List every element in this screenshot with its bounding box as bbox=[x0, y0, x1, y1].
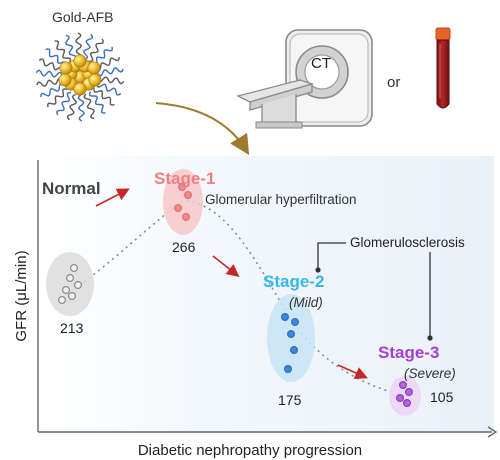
cluster-stage-1-bubble bbox=[163, 169, 203, 235]
y-axis-label: GFR (μL/min) bbox=[13, 250, 30, 341]
data-point bbox=[73, 281, 82, 290]
ct-bore bbox=[304, 54, 340, 90]
data-point bbox=[291, 318, 300, 327]
ligand-strand bbox=[97, 76, 125, 85]
gold-sphere bbox=[73, 54, 87, 68]
stage-label-stage-1: Stage-1 bbox=[154, 169, 215, 188]
data-point bbox=[69, 264, 78, 273]
ligand-strand bbox=[54, 40, 72, 63]
annotation-dot-stage-3 bbox=[427, 335, 433, 341]
ligand-strand bbox=[65, 34, 77, 61]
gfr-value-stage-1: 266 bbox=[172, 239, 196, 255]
stage-note-stage-2: (Mild) bbox=[289, 295, 323, 310]
gold-sphere bbox=[73, 82, 87, 96]
blood-tube-icon bbox=[435, 27, 451, 109]
gfr-value-normal: 213 bbox=[60, 320, 84, 336]
ligand-strand bbox=[83, 93, 95, 120]
ligand-strand bbox=[82, 33, 94, 61]
data-point bbox=[281, 313, 290, 322]
tube-cap bbox=[435, 27, 451, 41]
data-point bbox=[290, 346, 299, 355]
particle-label: Gold-AFB bbox=[52, 9, 113, 25]
flow-arrow bbox=[155, 102, 250, 156]
ct-table-foot bbox=[255, 121, 303, 129]
data-point bbox=[284, 365, 293, 374]
progress-arrow-3 bbox=[337, 364, 368, 379]
ligand-strand bbox=[97, 67, 124, 77]
ligand-strand bbox=[46, 88, 68, 108]
gfr-value-stage-2: 175 bbox=[278, 392, 302, 408]
gold-sphere bbox=[59, 61, 73, 75]
data-point bbox=[65, 274, 74, 283]
cluster-stage-2 bbox=[267, 294, 315, 382]
data-point bbox=[396, 394, 405, 403]
stage-label-stage-3: Stage-3 bbox=[378, 343, 439, 362]
ligand-strand bbox=[35, 69, 63, 78]
cluster-normal bbox=[46, 252, 94, 316]
ligand-shell bbox=[35, 32, 125, 122]
stage-note-stage-1: Glomerular hyperfiltration bbox=[205, 192, 357, 207]
gold-core-icon bbox=[58, 54, 102, 96]
data-point bbox=[403, 399, 412, 408]
ct-label: CT bbox=[311, 55, 331, 72]
data-point bbox=[57, 296, 66, 305]
progress-arrow-2 bbox=[212, 255, 240, 277]
x-axis-arrowhead bbox=[487, 426, 498, 438]
gfr-value-stage-3: 105 bbox=[430, 389, 454, 405]
cluster-stage-1-points bbox=[174, 183, 193, 222]
gold-sphere bbox=[58, 73, 72, 87]
data-point bbox=[182, 213, 191, 222]
data-point bbox=[287, 330, 296, 339]
data-point bbox=[61, 286, 70, 295]
ligand-strand bbox=[88, 91, 106, 114]
or-label: or bbox=[387, 74, 400, 91]
ligand-strand bbox=[56, 91, 71, 116]
data-point bbox=[178, 183, 187, 192]
cluster-stage-1 bbox=[163, 169, 203, 235]
gold-sphere bbox=[87, 61, 101, 75]
data-point bbox=[67, 292, 76, 301]
cluster-normal-points bbox=[57, 264, 82, 305]
gold-afb-nanoparticle: Gold-AFB bbox=[35, 9, 125, 122]
data-point bbox=[174, 204, 183, 213]
cluster-stage-3-points bbox=[396, 381, 414, 408]
ligand-strand bbox=[93, 88, 115, 106]
cluster-normal-bubble bbox=[46, 252, 94, 316]
annotation-dot-stage-2 bbox=[315, 267, 321, 273]
cluster-stage-3-bubble bbox=[389, 376, 421, 416]
stage-note-stage-3: (Severe) bbox=[404, 366, 456, 381]
annotation-leader-stage-2 bbox=[317, 242, 346, 270]
ct-scanner-icon: CT bbox=[236, 29, 373, 129]
data-point bbox=[184, 191, 193, 200]
cluster-stage-2-points bbox=[281, 313, 300, 374]
ligand-strand bbox=[36, 77, 63, 87]
gold-sphere bbox=[88, 73, 102, 87]
progress-arrow-1 bbox=[95, 188, 130, 207]
ligand-strand bbox=[77, 94, 85, 122]
ligand-strand bbox=[96, 83, 122, 96]
cluster-stage-3 bbox=[389, 376, 421, 416]
stage-label-stage-2: Stage-2 bbox=[263, 272, 324, 291]
ligand-strand bbox=[66, 93, 78, 121]
x-axis-label: Diabetic nephropathy progression bbox=[138, 442, 362, 459]
ligand-strand bbox=[40, 83, 65, 98]
ligand-strand bbox=[89, 38, 104, 63]
trend-curve bbox=[83, 199, 407, 397]
annotation-glomerulosclerosis: Glomerulosclerosis bbox=[350, 235, 465, 250]
tube-blood bbox=[436, 39, 450, 109]
stage-label-normal: Normal bbox=[42, 179, 101, 198]
ligand-strand bbox=[95, 56, 120, 71]
data-point bbox=[399, 381, 408, 390]
data-point bbox=[405, 388, 414, 397]
